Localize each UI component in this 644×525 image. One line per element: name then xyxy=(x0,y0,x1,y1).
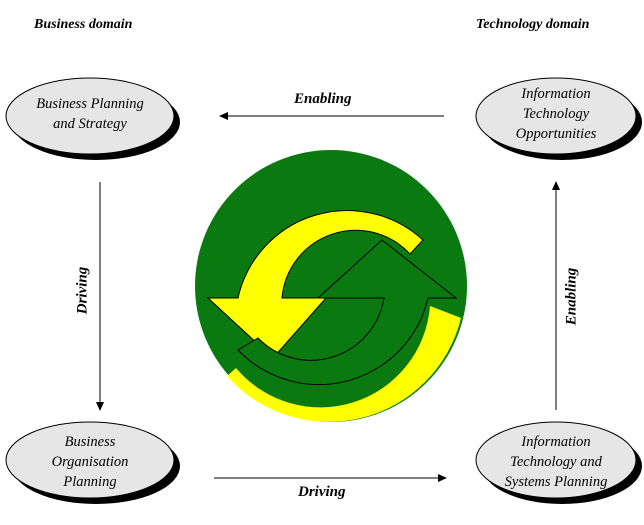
yellow-cycle-arrow xyxy=(206,210,424,359)
node-line: Technology xyxy=(522,106,590,122)
node-it-systems-shape xyxy=(475,421,642,504)
node-it-opportunities-shape xyxy=(475,77,642,160)
node-line: Information xyxy=(521,434,591,450)
node-it-opportunities: Information Technology Opportunities xyxy=(486,84,626,144)
cycle-graphic xyxy=(195,150,467,422)
business-domain-label: Business domain xyxy=(34,17,133,32)
node-line: Systems Planning xyxy=(504,474,608,490)
green-cycle-arrow xyxy=(237,239,458,385)
node-business-org: Business Organisation Planning xyxy=(20,432,160,492)
edge-left-label: Driving xyxy=(74,266,91,315)
node-line: Technology and xyxy=(510,454,602,470)
node-business-org-shape xyxy=(5,421,180,504)
node-line: Opportunities xyxy=(515,126,597,142)
node-line: Organisation xyxy=(51,454,129,470)
edge-bottom-label: Driving xyxy=(298,484,346,500)
edge-top-label: Enabling xyxy=(294,91,352,107)
node-business-planning-shape xyxy=(5,77,180,160)
node-business-planning: Business Planning and Strategy xyxy=(20,94,160,134)
node-line: Business xyxy=(64,434,116,450)
edge-right-label: Enabling xyxy=(563,267,580,326)
node-line: and Strategy xyxy=(53,116,127,132)
node-it-systems: Information Technology and Systems Plann… xyxy=(478,432,634,492)
node-line: Business Planning xyxy=(36,96,144,112)
node-line: Information xyxy=(521,86,591,102)
yellow-crescent xyxy=(227,306,461,422)
technology-domain-label: Technology domain xyxy=(476,17,590,32)
node-line: Planning xyxy=(63,474,117,490)
